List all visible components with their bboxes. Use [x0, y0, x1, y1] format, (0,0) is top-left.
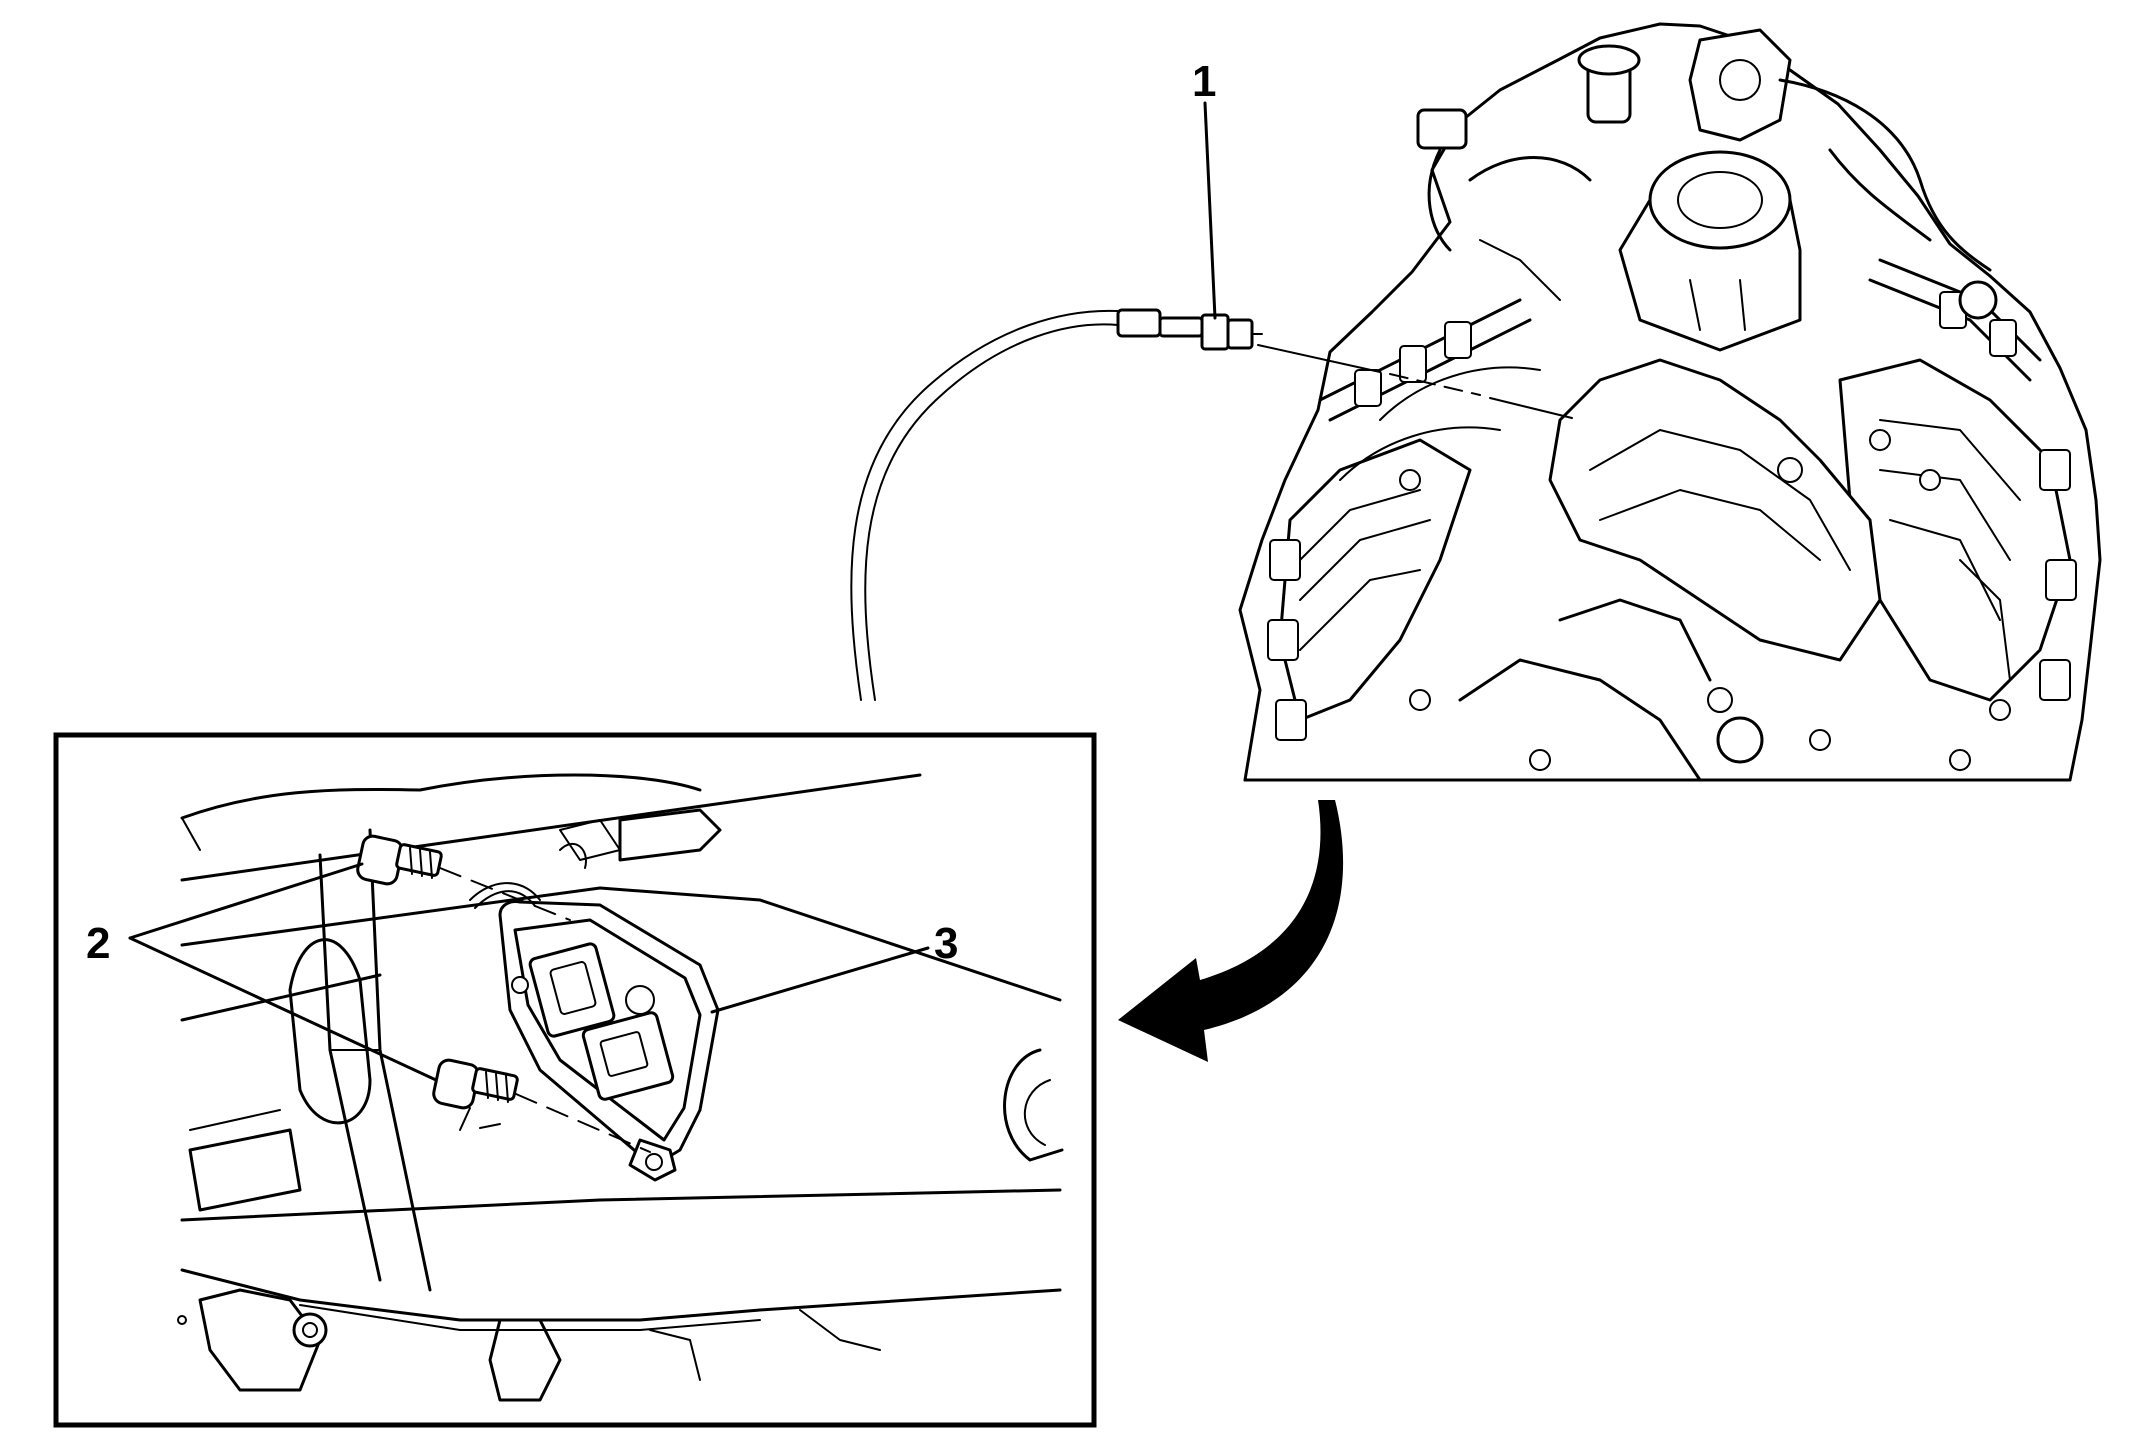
- sensor-harness: 1: [850, 57, 1573, 704]
- module-assembly: [498, 900, 720, 1182]
- curved-arrow-icon: [1118, 800, 1344, 1062]
- leader-line-1: [1203, 101, 1217, 320]
- bolt-upper: [356, 834, 443, 886]
- detail-inset: 2 3: [53, 732, 1097, 1428]
- harness-cable: [855, 315, 1121, 703]
- callout-label-2: 2: [86, 919, 110, 968]
- callout-label-1: 1: [1192, 57, 1216, 106]
- leader-line-2a: [128, 862, 364, 940]
- harness-connector: [1116, 308, 1263, 351]
- engine-assembly: [1238, 22, 2102, 782]
- callout-label-3: 3: [934, 919, 958, 968]
- leader-line-2b: [128, 936, 438, 1082]
- intake-manifold: [1548, 358, 1882, 662]
- leader-line-3: [710, 946, 930, 1014]
